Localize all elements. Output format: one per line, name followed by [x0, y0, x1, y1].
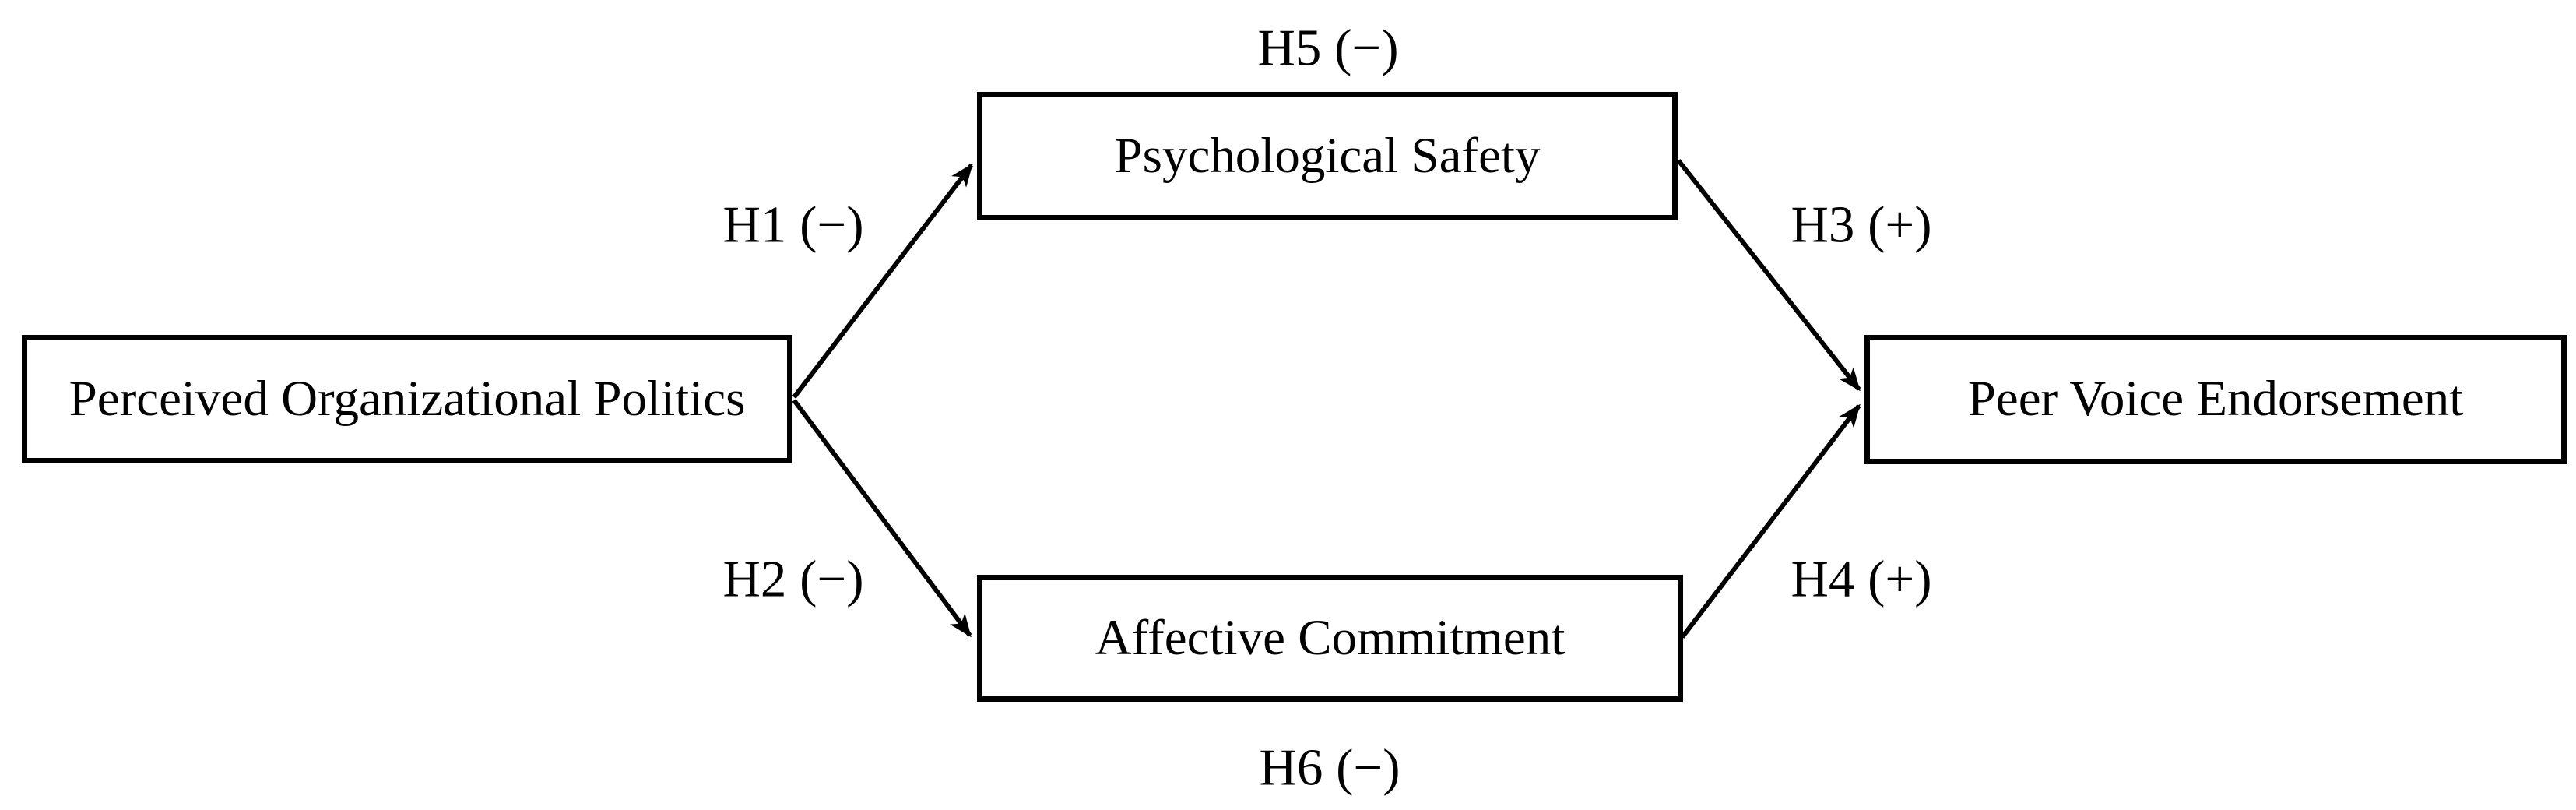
hypothesis-label-h6: H6 (−) [1259, 738, 1400, 797]
hypothesis-label-h5: H5 (−) [1257, 19, 1399, 77]
node-label-perceived-organizational-politics: Perceived Organizational Politics [69, 370, 746, 427]
node-psychological-safety: Psychological Safety [977, 92, 1678, 220]
node-label-peer-voice-endorsement: Peer Voice Endorsement [1967, 371, 2464, 428]
arrow-h3 [1676, 159, 1861, 392]
hypothesis-label-h3: H3 (+) [1791, 195, 1932, 254]
node-label-psychological-safety: Psychological Safety [1114, 127, 1541, 184]
node-peer-voice-endorsement: Peer Voice Endorsement [1864, 335, 2567, 464]
node-perceived-organizational-politics: Perceived Organizational Politics [22, 335, 792, 463]
node-affective-commitment: Affective Commitment [977, 575, 1683, 702]
hypothesis-label-h4: H4 (+) [1791, 550, 1932, 608]
hypothesis-label-h2: H2 (−) [722, 550, 864, 608]
hypothesis-label-h1: H1 (−) [722, 195, 864, 254]
node-label-affective-commitment: Affective Commitment [1095, 609, 1566, 666]
